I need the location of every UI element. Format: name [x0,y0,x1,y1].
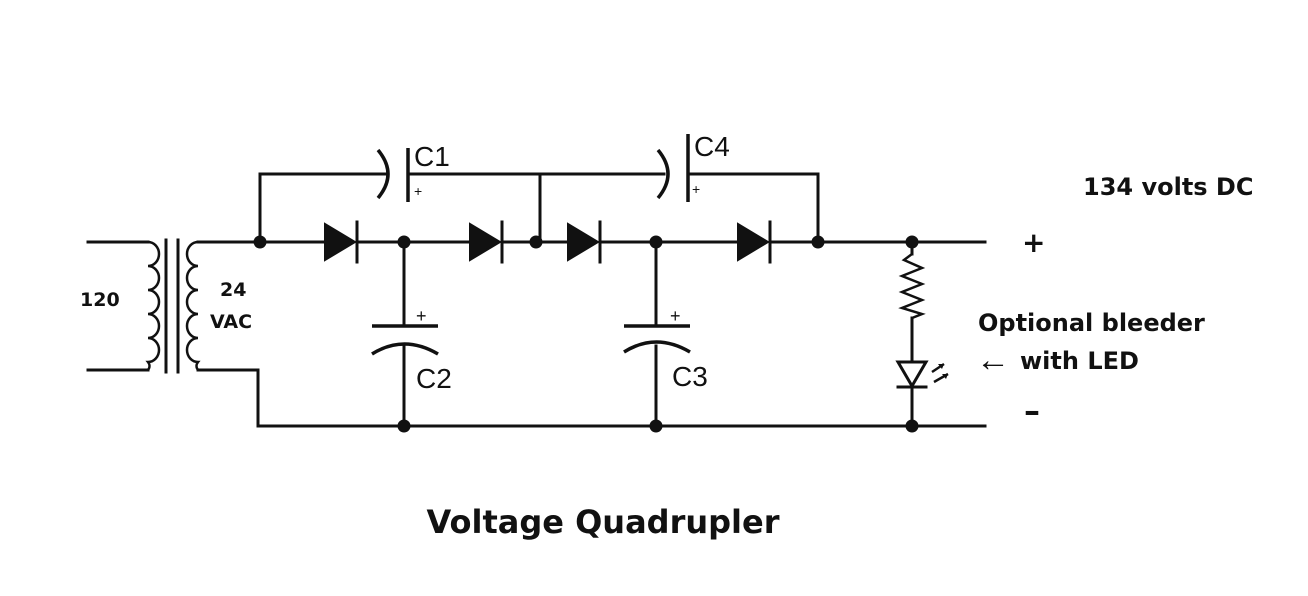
c4-polarity: + [692,181,700,197]
bleeder-note-line-2: with LED [1020,347,1139,375]
junction-dot [905,419,919,433]
junction-dot [397,235,411,249]
capacitor-icon [623,324,691,354]
diode-icon [469,220,504,264]
c3-polarity: + [670,306,681,326]
c2-polarity: + [416,306,427,326]
c2-curved-plate [371,342,439,356]
diode-1-body [324,222,357,262]
junction-dot [649,235,663,249]
primary-coil [145,240,161,371]
diode-icon [567,220,602,264]
capacitor-icon [371,324,439,356]
junction-dot [397,419,411,433]
c4-curved-plate [656,148,670,200]
resistor-icon [898,253,926,320]
secondary-coil [185,240,201,371]
c1-label: C1 [414,141,450,172]
resistor-zigzag [898,253,926,320]
positive-terminal-sign: + [1022,226,1045,259]
junction-dot [529,235,543,249]
junction-dot [253,235,267,249]
secondary-voltage-value: 24 [220,279,246,301]
bleeder-note-line-1: Optional bleeder [978,309,1205,337]
diode-3-body [567,222,600,262]
junction-dot [905,235,919,249]
led-icon [895,360,949,389]
note-arrow-icon: ← [976,341,1010,379]
transformer-icon [145,238,201,374]
led-emission-arrowhead-1 [938,364,944,369]
c3-label: C3 [672,361,708,392]
secondary-voltage-unit: VAC [210,311,252,333]
c2-label: C2 [416,363,452,394]
wiring [86,172,987,428]
junctions [253,235,919,433]
c1-polarity: + [414,183,422,199]
diode-icon [737,220,772,264]
negative-terminal-sign: – [1024,392,1040,430]
led-emission-arrowhead-2 [942,374,948,379]
junction-dot [649,419,663,433]
diode-icon [324,220,359,264]
led-triangle [895,360,929,389]
c3-curved-plate [623,340,691,354]
diagram-title: Voltage Quadrupler [426,503,779,541]
c4-label: C4 [694,131,730,162]
c1-curved-plate [376,148,390,200]
primary-voltage-label: 120 [80,289,120,311]
capacitor-icon [376,148,410,202]
diode-2-body [469,222,502,262]
capacitor-icon [656,134,690,202]
junction-dot [811,235,825,249]
diode-4-body [737,222,770,262]
output-voltage-label: 134 volts DC [1083,173,1253,201]
